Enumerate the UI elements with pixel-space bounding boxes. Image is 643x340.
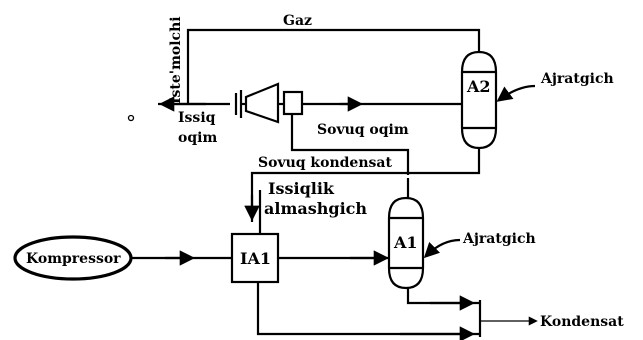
- consumer-point: [127, 114, 135, 122]
- a2-pointer: [496, 84, 536, 102]
- label-ia1: IA1: [240, 249, 271, 268]
- a1-bottom-line: [406, 288, 480, 305]
- label-a2: A2: [466, 77, 491, 96]
- expander-turbine: [234, 82, 280, 124]
- label-iste-molchi: Iste'molchi: [168, 16, 184, 104]
- label-issiqlik: Issiqlik: [268, 179, 335, 198]
- turbine-drain-line: [290, 114, 410, 175]
- label-almashgich: almashgich: [264, 199, 367, 218]
- label-kompressor: Kompressor: [26, 251, 121, 267]
- label-a1: A1: [393, 233, 418, 252]
- a1-pointer: [423, 238, 461, 259]
- expander-outlet-box: [282, 90, 304, 116]
- label-gaz: Gaz: [283, 13, 312, 29]
- ia1-bottom-line: [256, 282, 480, 336]
- label-sovuq-kondensat: Sovuq kondensat: [258, 155, 392, 171]
- label-kondensat: Kondensat: [540, 314, 624, 330]
- separator-a1: [387, 196, 425, 290]
- gas-return-line: [186, 28, 481, 104]
- label-sovuq-oqim: Sovuq oqim: [317, 122, 409, 138]
- label-ajratgich-top: Ajratgich: [540, 71, 614, 87]
- label-issiq: Issiq: [178, 110, 216, 126]
- label-ajratgich-mid: Ajratgich: [462, 231, 536, 247]
- separator-a2: [460, 50, 498, 150]
- label-oqim: oqim: [178, 130, 217, 146]
